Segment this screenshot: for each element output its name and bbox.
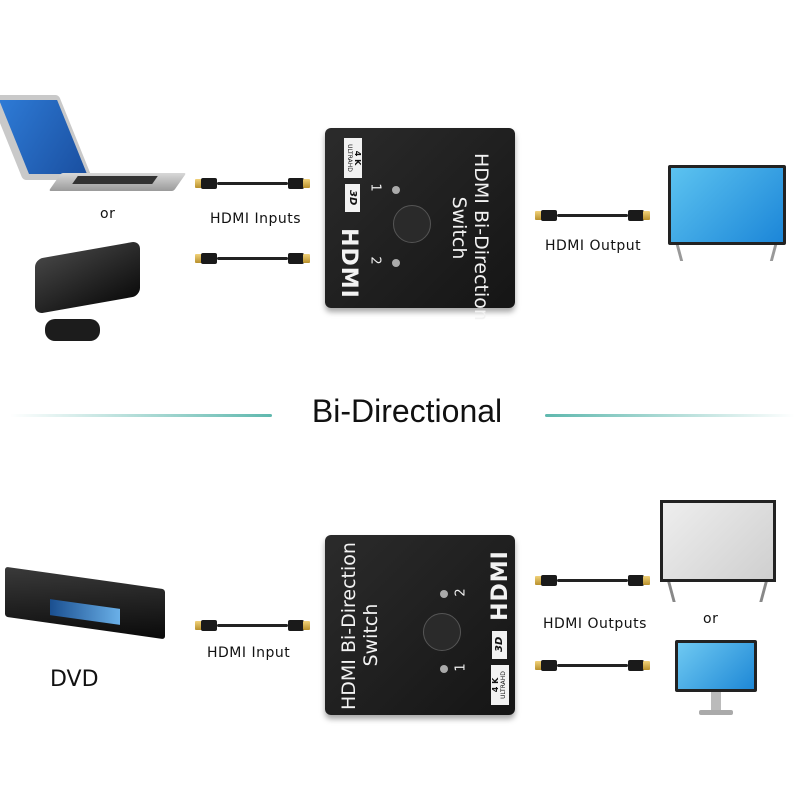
divider-line-left [10, 414, 272, 417]
port-2-led [392, 259, 400, 267]
laptop-image [0, 95, 187, 195]
port-2-label: 2 [367, 256, 383, 265]
badge-4k-ultrahd: 4 K ULTRAHD [344, 138, 362, 178]
port-2-label: 2 [453, 588, 469, 597]
hdmi-logo: HDMI [335, 228, 361, 299]
badge-4k-ultrahd: 4 K ULTRAHD [491, 665, 509, 705]
port-1-label: 1 [453, 663, 469, 672]
badge-4k: 4 K [353, 150, 362, 166]
hdmi-cable-input [195, 618, 310, 632]
hdmi-cable-input-2 [195, 251, 310, 265]
port-1-label: 1 [367, 183, 383, 192]
badge-4k: 4 K [491, 677, 500, 693]
select-button[interactable] [423, 613, 461, 651]
hdmi-cable-output-1 [535, 573, 650, 587]
port-1-led [392, 186, 400, 194]
badge-ultrahd: ULTRAHD [346, 144, 353, 172]
hdmi-switch-top: 4 K ULTRAHD 3D HDMI 1 2 HDMI Bi-Directio… [325, 128, 515, 321]
port-2-led [440, 590, 448, 598]
dvd-player-image [0, 566, 170, 642]
tv-image [660, 500, 776, 606]
badge-3d: 3D [492, 631, 507, 659]
hdmi-logo: HDMI [487, 550, 513, 621]
divider-line-right [545, 414, 795, 417]
hdmi-cable-output [535, 208, 650, 222]
game-console-image [35, 235, 155, 347]
badge-ultrahd: ULTRAHD [500, 671, 507, 699]
port-1-led [440, 665, 448, 673]
badge-3d: 3D [345, 184, 360, 212]
dvd-label: DVD [50, 667, 99, 692]
section-title: Bi-Directional [311, 393, 503, 429]
hdmi-inputs-label: HDMI Inputs [210, 211, 302, 227]
or-label-bottom: or [703, 611, 719, 627]
tv-image [668, 165, 786, 265]
or-label-top: or [100, 206, 116, 222]
hdmi-input-label: HDMI Input [207, 645, 291, 661]
monitor-image [675, 640, 757, 718]
hdmi-cable-output-2 [535, 658, 650, 672]
hdmi-outputs-label: HDMI Outputs [543, 616, 647, 632]
select-button[interactable] [393, 205, 431, 243]
hdmi-cable-input-1 [195, 176, 310, 190]
hdmi-output-label: HDMI Output [545, 238, 642, 254]
